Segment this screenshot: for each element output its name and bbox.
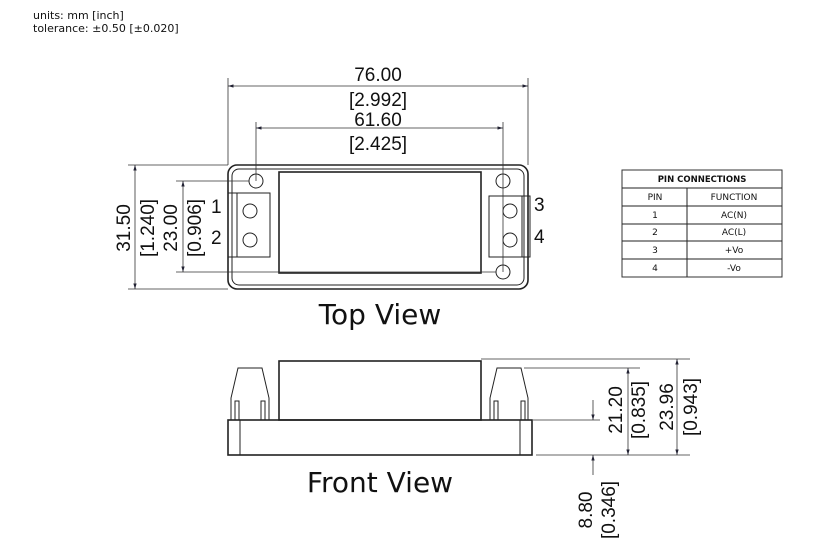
dim-overall-width-inch: [1.240] bbox=[138, 199, 159, 257]
pin-number: 2 bbox=[652, 228, 658, 238]
pin-label-2: 2 bbox=[211, 228, 222, 249]
module-cover bbox=[278, 171, 482, 274]
terminal-side-left bbox=[230, 367, 270, 421]
dim-overall-height-inch: [0.943] bbox=[681, 378, 702, 436]
pin-number: 3 bbox=[652, 246, 658, 256]
module-base bbox=[227, 419, 533, 456]
top-view: 1 2 3 4 76.00 [2.992] 61.60 [2.425] 31.5… bbox=[114, 65, 545, 331]
dim-terminal-height-mm: 21.20 bbox=[606, 386, 627, 434]
pin-label-4: 4 bbox=[534, 227, 545, 248]
dim-hole-spacing-width-inch: [0.906] bbox=[185, 199, 206, 257]
pin-function: AC(N) bbox=[721, 211, 747, 221]
pin-connections-table: PIN CONNECTIONS PIN FUNCTION 1 AC(N) 2 A… bbox=[621, 169, 783, 278]
table-header-pin: PIN bbox=[648, 193, 663, 203]
table-row: 1 AC(N) bbox=[652, 211, 747, 221]
dim-hole-spacing-length-mm: 61.60 bbox=[354, 110, 402, 131]
dim-base-height-inch: [0.346] bbox=[599, 481, 620, 539]
pin-number: 4 bbox=[652, 264, 658, 274]
top-view-label: Top View bbox=[318, 298, 442, 331]
pin-label-1: 1 bbox=[211, 197, 222, 218]
dim-overall-length-inch: [2.992] bbox=[349, 90, 407, 111]
units-note: units: mm [inch] bbox=[33, 9, 124, 22]
pin-function: +Vo bbox=[725, 246, 744, 256]
dim-terminal-height-inch: [0.835] bbox=[629, 381, 650, 439]
front-view: 21.20 [0.835] 23.96 [0.943] 8.80 [0.346]… bbox=[227, 358, 702, 539]
dim-hole-spacing-width-mm: 23.00 bbox=[161, 204, 182, 252]
terminal-block-input bbox=[227, 192, 271, 258]
pin-number: 1 bbox=[652, 211, 658, 221]
tolerance-note: tolerance: ±0.50 [±0.020] bbox=[33, 22, 179, 35]
pin-function: AC(L) bbox=[722, 228, 746, 238]
dim-overall-width-mm: 31.50 bbox=[114, 204, 135, 252]
table-header-function: FUNCTION bbox=[711, 193, 758, 203]
dim-overall-length-mm: 76.00 bbox=[354, 65, 402, 86]
table-row: 2 AC(L) bbox=[652, 228, 746, 238]
module-outline bbox=[227, 164, 529, 290]
dim-base-height-mm: 8.80 bbox=[576, 492, 597, 529]
table-row: 4 -Vo bbox=[652, 264, 741, 274]
dim-overall-height-mm: 23.96 bbox=[657, 383, 678, 431]
dim-hole-spacing-length-inch: [2.425] bbox=[349, 134, 407, 155]
table-row: 3 +Vo bbox=[652, 246, 744, 256]
terminal-side-right bbox=[489, 367, 529, 421]
pin-label-3: 3 bbox=[534, 195, 545, 216]
front-view-label: Front View bbox=[307, 466, 453, 499]
module-cover-side bbox=[278, 360, 482, 421]
table-title: PIN CONNECTIONS bbox=[658, 175, 747, 185]
pin-function: -Vo bbox=[727, 264, 741, 274]
drawing-notes: units: mm [inch] tolerance: ±0.50 [±0.02… bbox=[33, 9, 179, 35]
